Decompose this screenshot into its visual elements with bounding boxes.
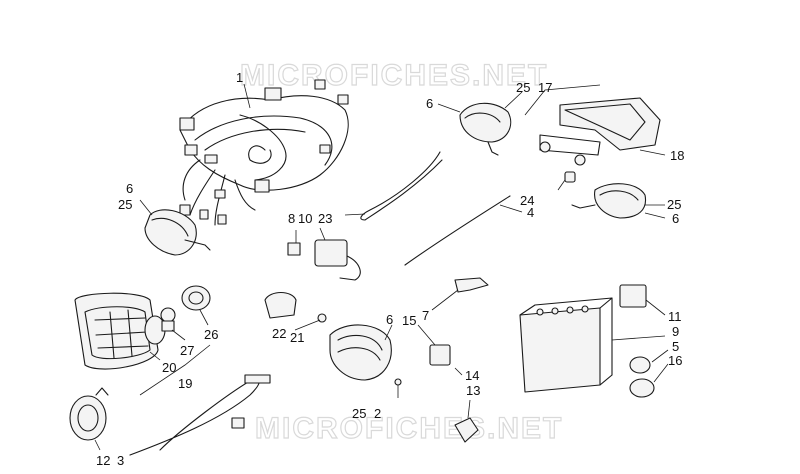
callout-12: 12 [96, 453, 110, 468]
turn-signal-front-left [139, 199, 211, 256]
tail-light-assembly [524, 84, 666, 166]
battery [519, 297, 666, 393]
turn-signal-front-right [329, 324, 402, 398]
signal-bracket [264, 291, 327, 331]
clip [431, 277, 489, 311]
wire-23 [344, 151, 443, 221]
callout-6-front-left: 6 [126, 181, 133, 196]
callout-9: 9 [672, 324, 679, 339]
callout-13: 13 [466, 383, 480, 398]
callout-23: 23 [318, 211, 332, 226]
starter-relay [417, 324, 463, 376]
callout-21: 21 [290, 330, 304, 345]
turn-signal-rear-top [437, 91, 523, 156]
callout-6-rear-right: 6 [672, 211, 679, 226]
callout-25-front-left: 25 [118, 197, 132, 212]
callout-24: 24 [520, 193, 534, 208]
callout-25-front-right: 25 [352, 406, 366, 421]
turn-signal-rear-right [571, 183, 666, 219]
headlight [74, 292, 211, 396]
callout-15: 15 [402, 313, 416, 328]
callout-1: 1 [236, 70, 243, 85]
callout-5: 5 [672, 339, 679, 354]
flasher-relay [287, 227, 361, 281]
wiring-harness [179, 79, 349, 226]
callout-8: 8 [288, 211, 295, 226]
callout-25-rear-right: 25 [667, 197, 681, 212]
callout-19: 19 [178, 376, 192, 391]
callout-labels: 1 6 25 25 17 18 6 8 10 23 24 4 25 6 22 2… [96, 70, 684, 468]
wire-4 [404, 195, 523, 266]
callout-16: 16 [668, 353, 682, 368]
callout-6-front-right: 6 [386, 312, 393, 327]
callout-20: 20 [162, 360, 176, 375]
callout-7: 7 [422, 308, 429, 323]
callout-10: 10 [298, 211, 312, 226]
callout-14: 14 [465, 368, 479, 383]
callout-27: 27 [180, 343, 194, 358]
callout-25-rear-top: 25 [516, 80, 530, 95]
headlight-bulb [160, 285, 211, 341]
watermark-bottom: MICROFICHES.NET [255, 412, 563, 445]
callout-2: 2 [374, 406, 381, 421]
watermark-top: MICROFICHES.NET [240, 59, 548, 92]
voltage-regulator [619, 284, 666, 316]
callout-11: 11 [668, 309, 682, 324]
callout-4: 4 [527, 205, 534, 220]
terminal-cap [629, 349, 669, 398]
callout-18: 18 [670, 148, 684, 163]
fuse-holder [454, 399, 479, 443]
horn [69, 387, 109, 451]
callout-6-rear-top: 6 [426, 96, 433, 111]
callout-22: 22 [272, 326, 286, 341]
callout-3: 3 [117, 453, 124, 468]
wire-3 [129, 374, 271, 456]
bulb-small [557, 171, 576, 191]
callout-17: 17 [538, 80, 552, 95]
callout-26: 26 [204, 327, 218, 342]
